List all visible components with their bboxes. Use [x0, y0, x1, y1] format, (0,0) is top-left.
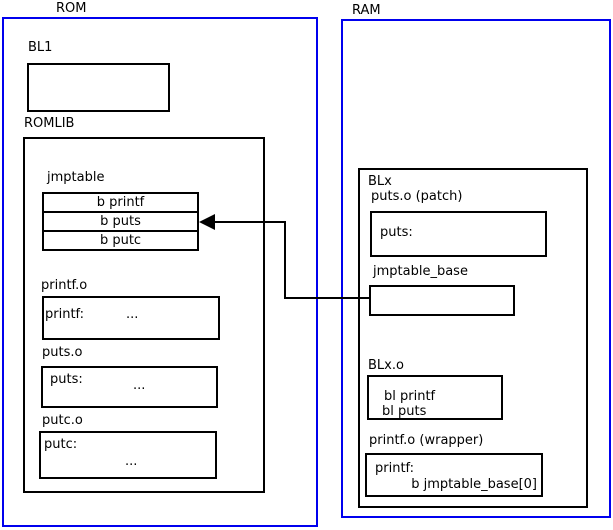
arrow-segment-horizontal-upper [213, 221, 286, 223]
puts-o-label: puts.o [42, 345, 83, 360]
bl1-box [27, 63, 170, 112]
puts-ellipsis: ... [133, 378, 146, 393]
printf-wrapper-body: b jmptable_base[0] [411, 477, 537, 492]
blx-label: BLx [368, 174, 392, 189]
printf-wrapper-label: printf.o (wrapper) [369, 433, 484, 448]
ram-region-box [341, 19, 611, 518]
jmptable-row-b-putc: b putc [42, 230, 199, 251]
rom-region-box [2, 17, 318, 527]
printf-o-label: printf.o [41, 278, 88, 293]
jmptable-base-box [369, 285, 515, 316]
blx-o-label: BLx.o [368, 358, 404, 373]
puts-o-box: puts: ... [41, 366, 218, 408]
putc-o-box: putc: ... [39, 431, 217, 479]
putc-o-label: putc.o [42, 413, 83, 428]
blx-o-line-2: bl puts [382, 404, 427, 419]
jmptable-row-b-printf: b printf [42, 192, 199, 213]
putc-ellipsis: ... [125, 454, 138, 469]
arrow-segment-vertical [284, 221, 286, 299]
printf-wrapper-box: printf: b jmptable_base[0] [365, 453, 543, 497]
puts-symbol: puts: [50, 372, 83, 387]
printf-ellipsis: ... [126, 307, 139, 322]
printf-wrapper-symbol: printf: [375, 461, 415, 476]
puts-patch-label: puts.o (patch) [371, 189, 463, 204]
romlib-label: ROMLIB [24, 116, 75, 131]
blx-o-box: bl printf bl puts [367, 375, 503, 420]
jmptable-base-label: jmptable_base [373, 264, 468, 279]
printf-symbol: printf: [45, 307, 85, 322]
bl1-label: BL1 [28, 40, 53, 55]
putc-symbol: putc: [44, 437, 78, 452]
puts-patch-box: puts: [370, 211, 547, 257]
jmptable-row-b-puts: b puts [42, 211, 199, 232]
ram-region-label: RAM [352, 3, 381, 18]
printf-o-box: printf: ... [42, 296, 220, 340]
puts-patch-symbol: puts: [380, 225, 413, 240]
jmptable-label: jmptable [47, 170, 105, 185]
blx-o-line-1: bl printf [384, 389, 436, 404]
rom-region-label: ROM [56, 1, 87, 16]
arrow-head-left-icon [199, 214, 215, 230]
arrow-segment-horizontal-lower [284, 297, 371, 299]
